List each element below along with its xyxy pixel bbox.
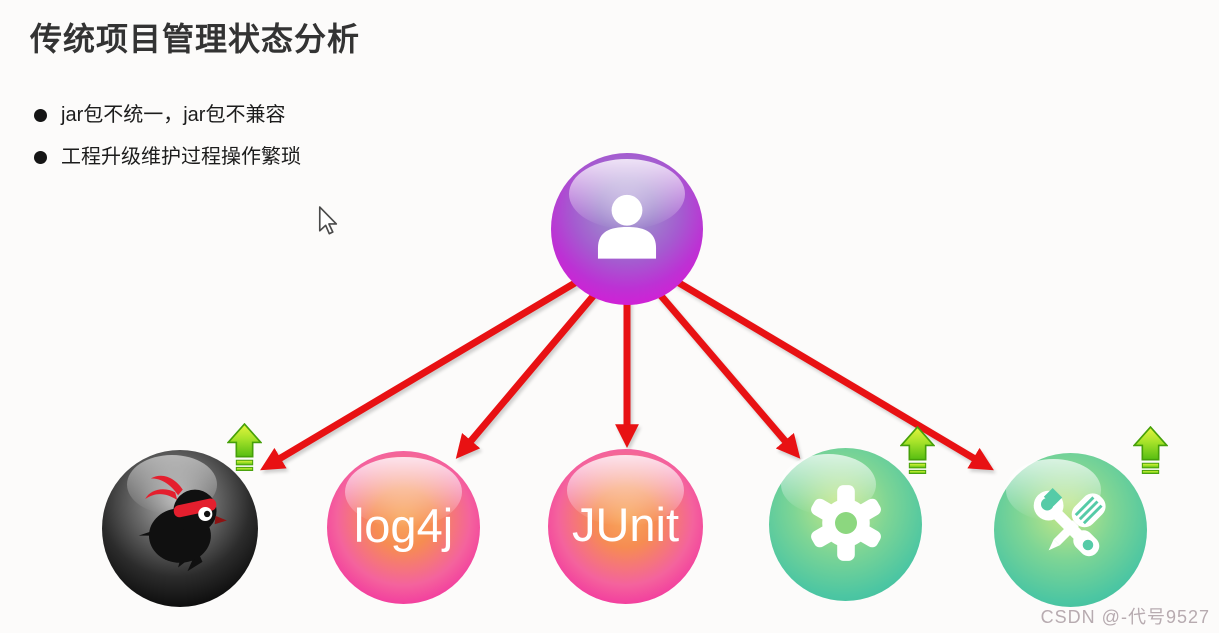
tools-icon	[1033, 487, 1106, 557]
node-junit: JUnit	[548, 449, 703, 604]
node-jar-ninja-bird	[102, 450, 258, 607]
upgrade-arrow-icon	[900, 426, 935, 474]
node-developer	[551, 153, 703, 305]
node-log4j: log4j	[327, 451, 480, 604]
bullet-dot	[34, 151, 47, 164]
bullet-text: jar包不统一，jar包不兼容	[61, 104, 286, 126]
upgrade-arrow-icon	[227, 423, 262, 471]
bullet-item: 工程升级维护过程操作繁琐	[34, 145, 301, 170]
person-icon	[597, 194, 657, 259]
bullet-dot	[34, 109, 47, 122]
bullet-item: jar包不统一，jar包不兼容	[34, 103, 301, 128]
upgrade-arrow-icon	[1133, 426, 1168, 474]
bullet-text: 工程升级维护过程操作繁琐	[61, 146, 301, 168]
node-label: JUnit	[571, 498, 680, 551]
node-maintenance-tools	[994, 453, 1147, 607]
mouse-cursor-icon	[318, 206, 338, 235]
page-title: 传统项目管理状态分析	[30, 21, 361, 57]
arrow-to-ninja-bird	[260, 248, 629, 471]
bullet-list: jar包不统一，jar包不兼容 工程升级维护过程操作繁琐	[34, 103, 301, 187]
arrow-to-tools	[625, 248, 994, 471]
watermark: CSDN @-代号9527	[1040, 607, 1210, 627]
node-label: log4j	[353, 499, 454, 552]
ninja-bird-icon	[138, 475, 227, 572]
gear-icon	[811, 485, 881, 561]
